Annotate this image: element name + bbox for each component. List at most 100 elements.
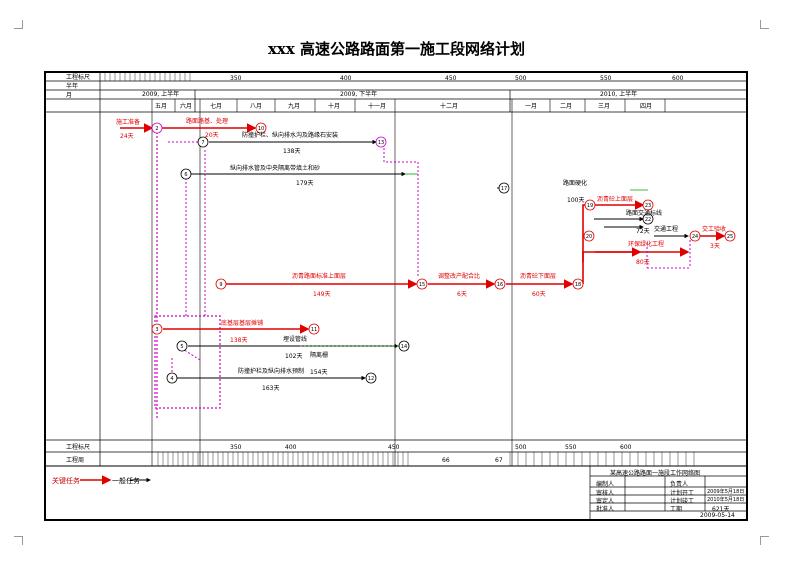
- month-10: 十月: [328, 102, 340, 110]
- tick-dense-top: [104, 72, 191, 81]
- act-lower-layer-dur: 60天: [532, 291, 546, 298]
- tb-r3-b: 计划竣工: [670, 498, 695, 505]
- period-2: 2009, 下半年: [340, 90, 377, 98]
- act-pipeline-dur: 102天: [285, 353, 302, 360]
- tb-heading: 某高速公路路面一施段工作网络图: [610, 470, 701, 477]
- bottom-tick-3: 450: [388, 444, 400, 451]
- month-7: 七月: [210, 102, 222, 110]
- svg-text:2: 2: [155, 126, 158, 132]
- month-dividers: [151, 99, 666, 466]
- legend-normal: 一般任务: [112, 477, 140, 485]
- frame-outer: [44, 71, 748, 521]
- tb-r2-a: 审核人: [596, 490, 615, 497]
- dummy-links: [168, 141, 691, 372]
- node-20: 20: [583, 230, 595, 242]
- tb-r2-b: 计划开工: [670, 490, 695, 497]
- label-halfyear: 半年: [66, 82, 78, 90]
- act-precast: 防撞护栏及纵向排水预制: [238, 367, 304, 375]
- node-25: 25: [724, 230, 736, 242]
- scale-tick-6: 600: [672, 75, 684, 82]
- month-3: 三月: [598, 103, 610, 110]
- act-upper-layer: 沥青砼上面层: [597, 195, 633, 203]
- node-12: 12: [365, 372, 377, 384]
- page-title: xxx 高速公路路面第一施工段网络计划: [267, 40, 526, 58]
- act-subgrade-dur: 20天: [205, 132, 219, 139]
- scale-tick-3: 450: [445, 75, 457, 82]
- month-cells: 五月 六月 七月 八月 九月 十月 十一月 十二月 一月 二月 三月 四月: [155, 102, 652, 110]
- node-18: 18: [572, 278, 584, 290]
- legend-critical: 关键任务: [52, 477, 80, 485]
- act-fence: 隔离栅: [310, 351, 328, 359]
- svg-text:20: 20: [586, 234, 592, 240]
- act-precast-dur: 163天: [262, 385, 279, 392]
- month-1: 一月: [525, 103, 537, 110]
- act-acceptance: 交工验收: [702, 225, 726, 233]
- act-hardening: 路面硬化: [563, 179, 587, 187]
- period-1: 2009, 上半年: [142, 90, 179, 98]
- arrow-18-19: [582, 200, 645, 262]
- tb-r3-a: 审定人: [596, 498, 615, 505]
- act-mix-adjust-dur: 6天: [457, 291, 467, 298]
- svg-text:9: 9: [219, 282, 222, 288]
- svg-text:10: 10: [258, 126, 264, 132]
- act-green: 环保绿化工程: [628, 240, 664, 248]
- svg-text:25: 25: [727, 234, 733, 240]
- bottom-tick-5: 550: [565, 444, 577, 451]
- nodes: 2 10 7 13 6 17 19 23 22 20 24 25 9 15 16…: [151, 122, 736, 384]
- svg-text:7: 7: [201, 140, 204, 146]
- tb-r1-b: 负责人: [670, 481, 689, 488]
- month-5: 五月: [155, 103, 167, 110]
- bottom-tick-2: 400: [285, 444, 297, 451]
- svg-text:18: 18: [575, 282, 581, 288]
- activity-labels: 施工准备 24天 路面路基、处理 20天 防撞护栏、纵向排水沟及路缘石安装 13…: [116, 117, 726, 392]
- bottom-tick-4: 500: [515, 444, 527, 451]
- node-23: 23: [642, 199, 654, 211]
- bottom-misc-1: 66: [442, 457, 450, 464]
- node-19: 19: [584, 199, 596, 211]
- scale-tick-4: 500: [515, 75, 527, 82]
- tb-r3-c: 2010年5月18日: [707, 497, 745, 503]
- crop-mark-tl: [14, 20, 23, 29]
- tb-r2-c: 2009年5月18日: [707, 489, 745, 495]
- act-acceptance-dur: 3天: [710, 243, 720, 250]
- node-14: 14: [398, 340, 410, 352]
- node-6: 6: [180, 168, 192, 180]
- svg-text:12: 12: [368, 376, 374, 382]
- act-guardrail: 防撞护栏、纵向排水沟及路缘石安装: [242, 131, 338, 139]
- month-8: 八月: [250, 103, 262, 110]
- dummy-box: [154, 315, 221, 409]
- critical-arrows: [120, 123, 726, 334]
- act-drainage: 纵向排水管及中央隔离带填土和砂: [230, 164, 320, 172]
- crop-mark-br: [760, 536, 769, 545]
- svg-text:13: 13: [378, 140, 384, 146]
- act-drainage-dur: 179天: [296, 180, 313, 187]
- month-11: 十一月: [368, 102, 386, 110]
- node-10: 10: [255, 122, 267, 134]
- title-block: [589, 465, 748, 521]
- period-cells: 2009, 上半年 2009, 下半年 2010, 上半年: [142, 90, 637, 98]
- node-11: 11: [308, 323, 320, 335]
- label-month: 月: [66, 92, 72, 99]
- act-green-dur: 80天: [636, 259, 650, 266]
- act-prep: 施工准备: [116, 118, 140, 126]
- svg-text:4: 4: [170, 376, 173, 382]
- tick-dense-bottom: [157, 452, 695, 466]
- bottom-ticks: 350 400 450 500 550 600 66 67: [230, 444, 632, 464]
- scale-tick-5: 550: [600, 75, 612, 82]
- svg-text:14: 14: [401, 344, 407, 350]
- act-fence-dur: 154天: [310, 369, 327, 376]
- act-traffic: 交通工程: [654, 225, 678, 233]
- svg-text:22: 22: [645, 217, 651, 223]
- month-2: 二月: [560, 103, 572, 110]
- tb-r1-a: 编制人: [596, 481, 615, 488]
- svg-text:11: 11: [311, 327, 317, 333]
- node-5: 5: [176, 340, 188, 352]
- month-4: 四月: [640, 103, 652, 110]
- act-lower-layer: 沥青砼下面层: [520, 272, 556, 280]
- period-dividers: [194, 90, 511, 112]
- float-lines: [300, 173, 648, 347]
- node-4: 4: [166, 372, 178, 384]
- node-13: 13: [375, 136, 387, 148]
- node-7: 7: [197, 136, 209, 148]
- svg-text:16: 16: [497, 282, 503, 288]
